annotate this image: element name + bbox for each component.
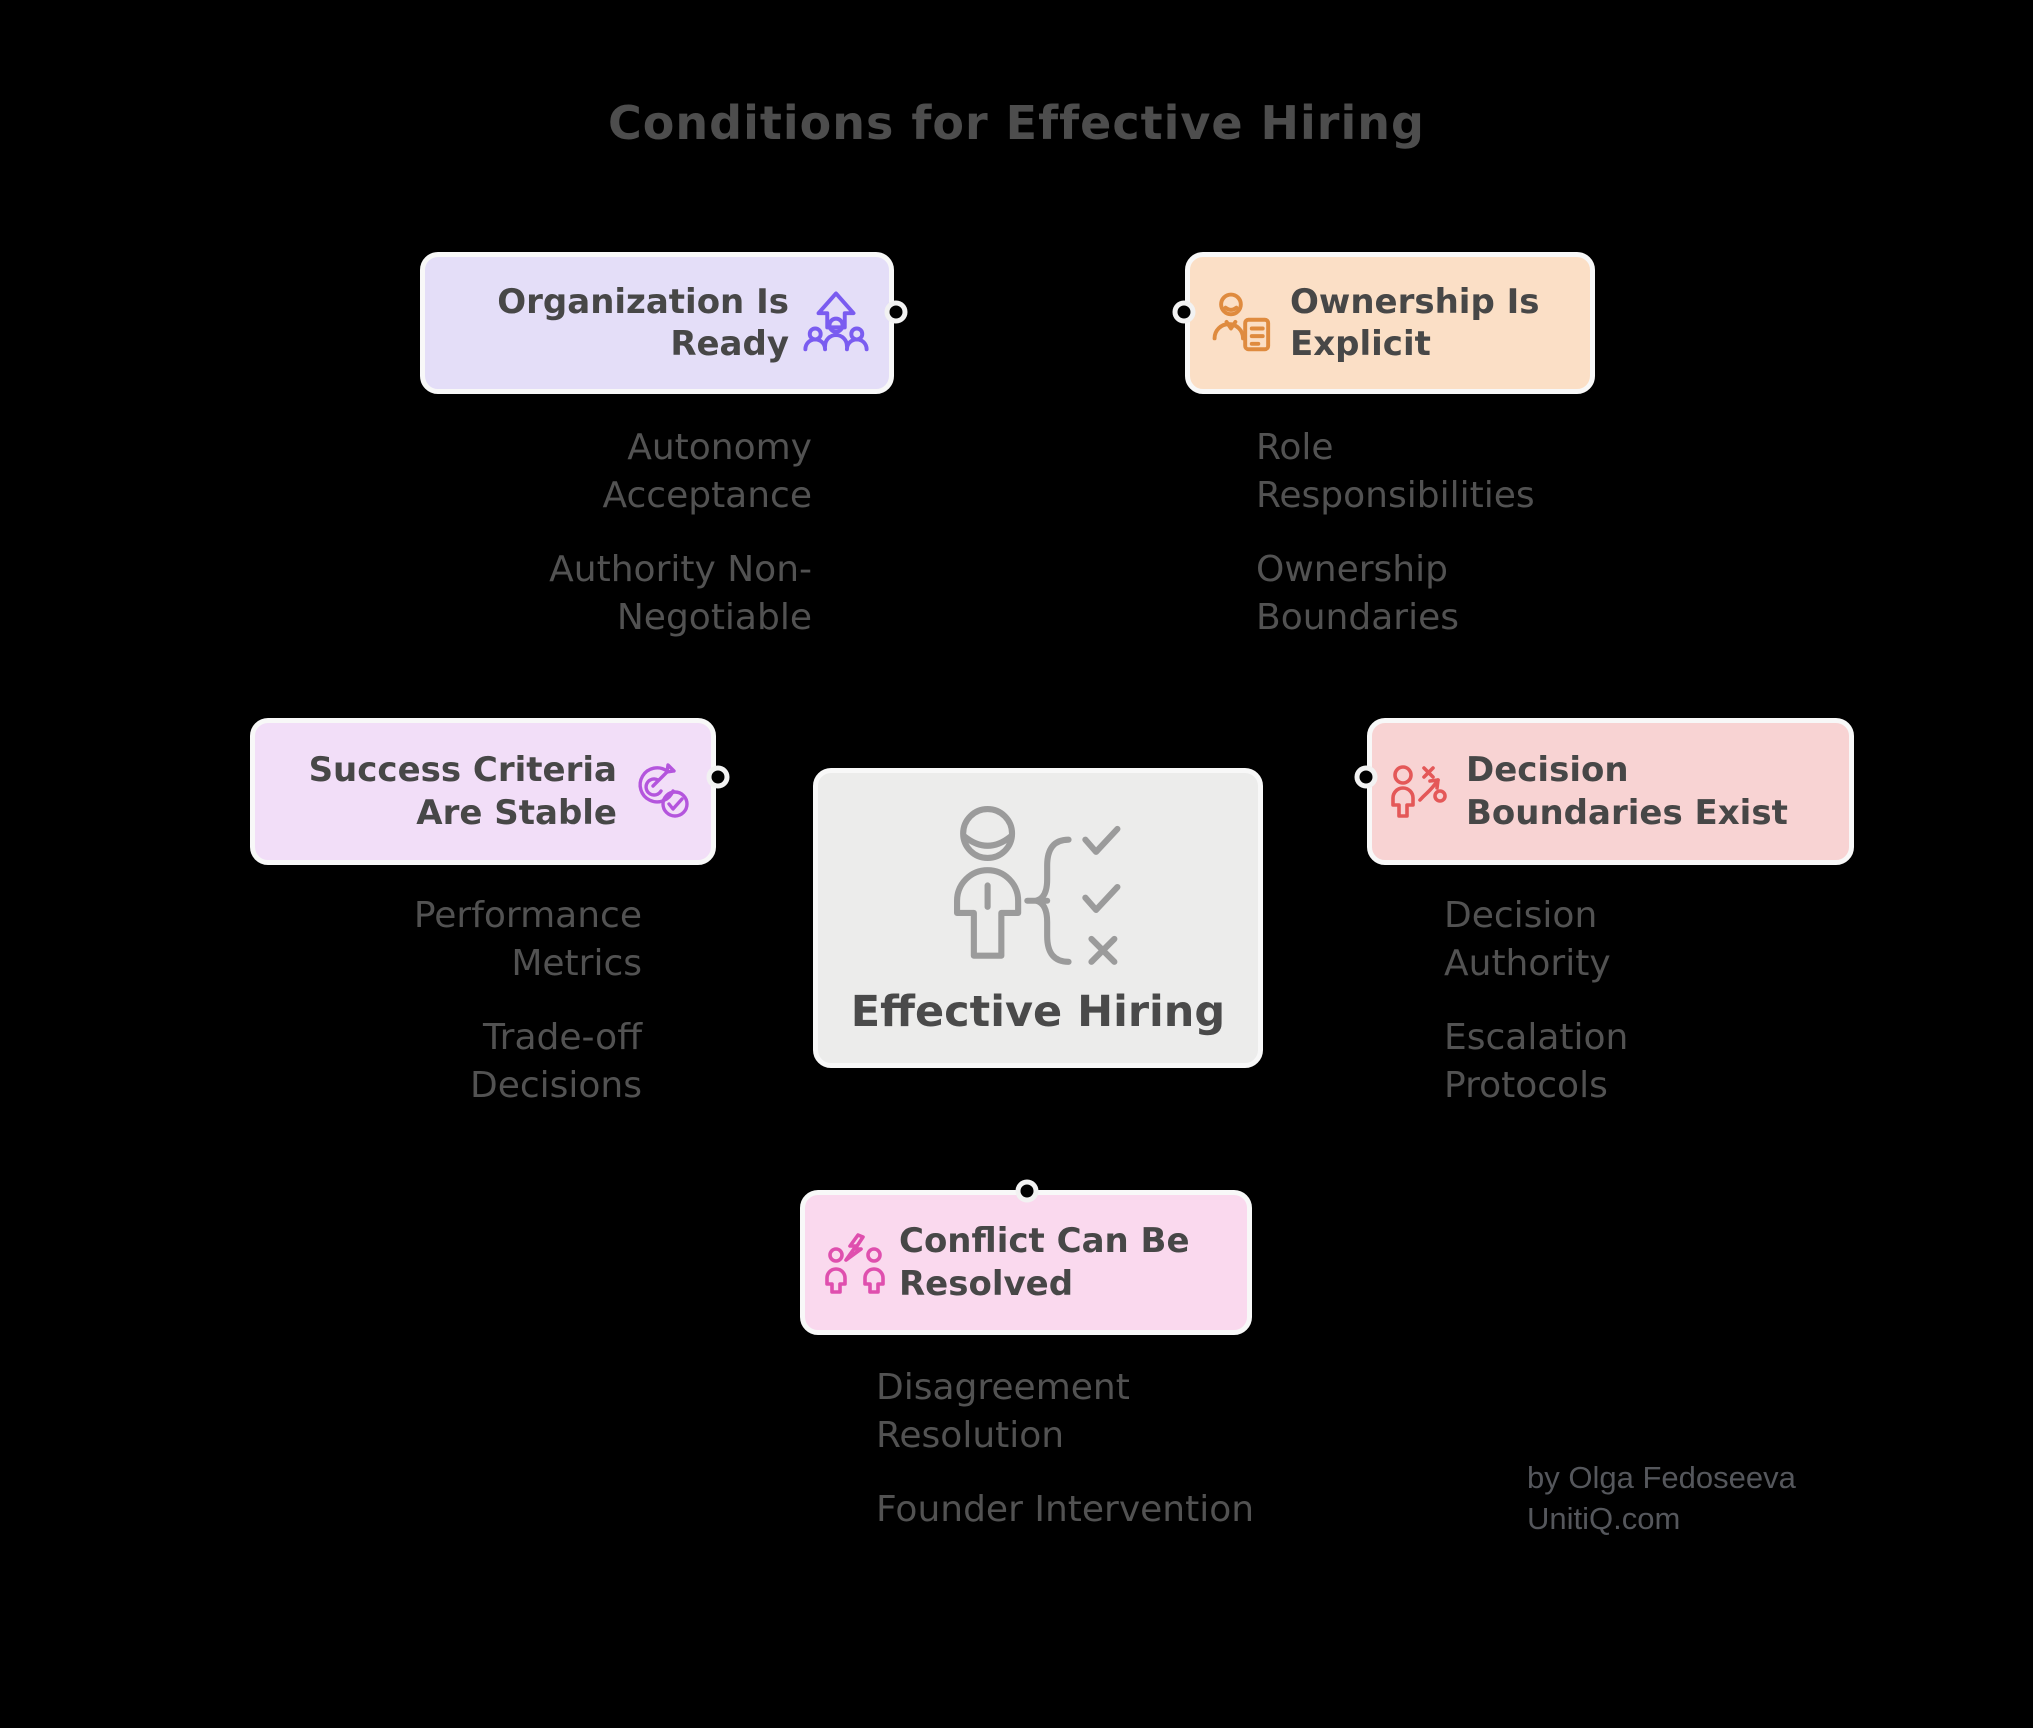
node-conflict-can-be-resolved: Conflict Can Be Resolved (800, 1190, 1252, 1335)
sub-item: Role Responsibilities (1256, 427, 1535, 517)
node-label: Decision Boundaries Exist (1466, 750, 1788, 833)
sub-item: Founder Intervention (876, 1489, 1255, 1530)
node-label: Ownership Is Explicit (1290, 281, 1540, 364)
sub-item: Autonomy Acceptance (602, 427, 812, 517)
connector-dot (1015, 1179, 1039, 1203)
person-checklist-icon (923, 803, 1153, 971)
sub-item: Performance Metrics (413, 895, 642, 985)
team-growth-icon (801, 288, 871, 358)
conflict-people-icon (823, 1231, 887, 1295)
connector-dot (1172, 300, 1196, 324)
sub-item: Escalation Protocols (1444, 1017, 1629, 1107)
person-document-icon (1208, 288, 1278, 358)
node-decision-boundaries-exist: Decision Boundaries Exist (1367, 718, 1854, 865)
sub-item: Decision Authority (1444, 895, 1611, 985)
sub-item: Ownership Boundaries (1256, 549, 1459, 639)
connector-dot (884, 300, 908, 324)
node-label: Organization Is Ready (497, 281, 789, 364)
connector-dot (706, 765, 730, 789)
node-label: Conflict Can Be Resolved (899, 1221, 1190, 1304)
node-organization-is-ready: Organization Is Ready (420, 252, 894, 394)
node-success-criteria-stable: Success Criteria Are Stable (250, 718, 716, 865)
target-check-icon (629, 760, 693, 824)
connector-dot (1354, 765, 1378, 789)
sub-item: Disagreement Resolution (876, 1367, 1130, 1457)
person-strategy-icon (1390, 760, 1454, 824)
node-ownership-is-explicit: Ownership Is Explicit (1185, 252, 1595, 394)
diagram-title: Conditions for Effective Hiring (608, 96, 1425, 150)
sub-item: Trade-off Decisions (469, 1017, 642, 1107)
attribution-site: UnitiQ.com (1527, 1500, 1681, 1536)
attribution-author: by Olga Fedoseeva (1527, 1460, 1796, 1495)
sub-item: Authority Non-Negotiable (549, 549, 812, 639)
node-label: Success Criteria Are Stable (308, 750, 617, 833)
node-effective-hiring: Effective Hiring (813, 768, 1263, 1068)
attribution: by Olga Fedoseeva UnitiQ.com (1527, 1458, 1796, 1540)
node-label: Effective Hiring (850, 986, 1226, 1037)
